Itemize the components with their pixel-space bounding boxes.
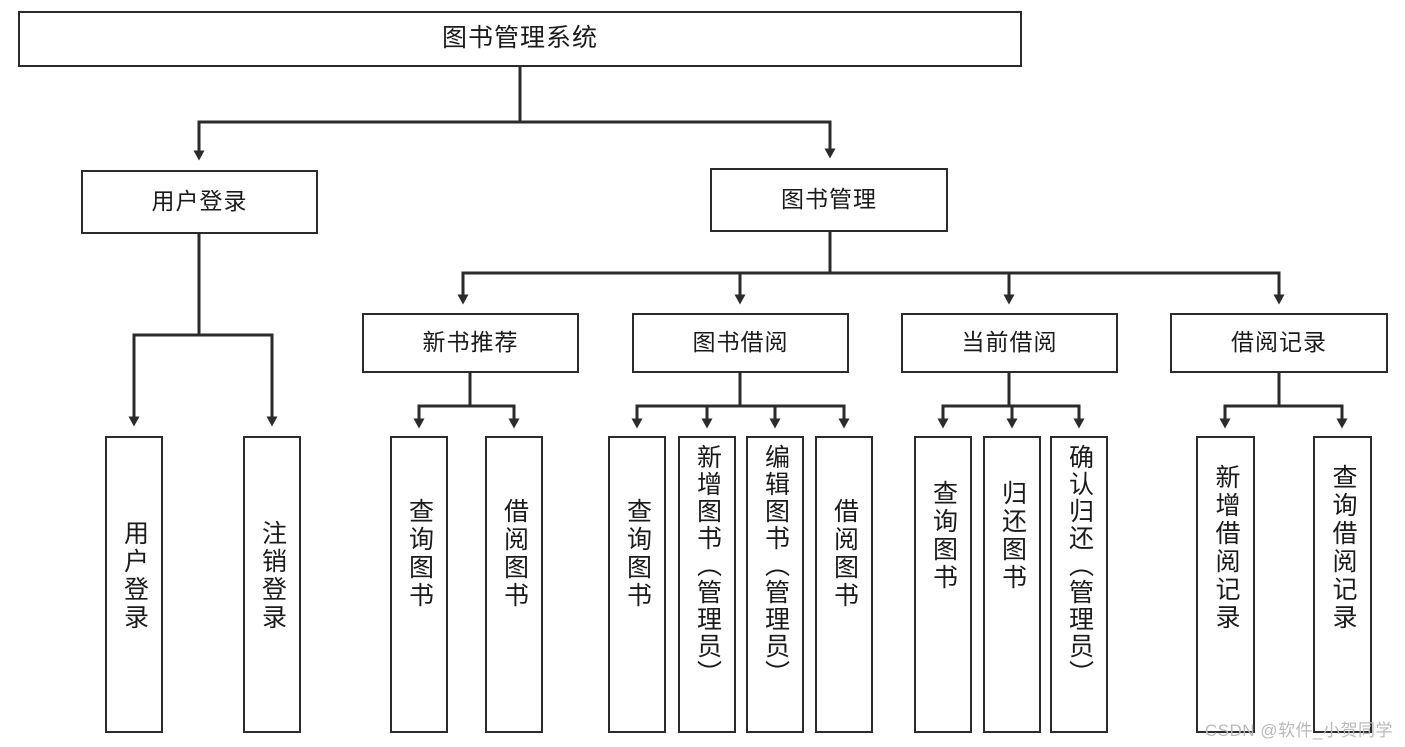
node-label: 查询图书	[405, 498, 434, 610]
node-leaf-query-book-borrow[interactable]: 查询图书	[608, 436, 666, 733]
node-label: 当前借阅	[961, 329, 1058, 356]
node-book-management[interactable]: 图书管理	[710, 168, 948, 232]
node-label: 确认归还（管理员）	[1065, 444, 1094, 687]
node-user-login[interactable]: 用户登录	[81, 170, 318, 234]
node-label: 用户登录	[151, 188, 248, 215]
node-label: 查询借阅记录	[1329, 464, 1357, 632]
node-leaf-borrow-book-new[interactable]: 借阅图书	[485, 436, 543, 733]
node-leaf-query-borrow-record[interactable]: 查询借阅记录	[1313, 436, 1372, 733]
node-label: 图书管理系统	[441, 24, 598, 53]
node-label: 图书管理	[781, 186, 877, 213]
node-leaf-confirm-return-admin[interactable]: 确认归还（管理员）	[1050, 436, 1108, 733]
node-leaf-return-book[interactable]: 归还图书	[983, 436, 1041, 733]
node-new-book-recommendation[interactable]: 新书推荐	[362, 313, 579, 373]
node-label: 借阅图书	[830, 498, 859, 610]
node-leaf-query-book-new[interactable]: 查询图书	[390, 436, 448, 733]
node-label: 图书借阅	[692, 329, 789, 356]
node-label: 查询图书	[929, 480, 958, 592]
node-label: 借阅图书	[500, 498, 529, 610]
node-label: 归还图书	[998, 480, 1027, 592]
node-leaf-borrow-book[interactable]: 借阅图书	[815, 436, 873, 733]
node-borrow-record[interactable]: 借阅记录	[1170, 313, 1388, 373]
node-leaf-query-book-current[interactable]: 查询图书	[914, 436, 972, 733]
node-label: 查询图书	[623, 498, 652, 610]
node-label: 新增图书（管理员）	[693, 444, 722, 687]
node-leaf-user-login[interactable]: 用户登录	[105, 436, 163, 733]
node-leaf-add-book-admin[interactable]: 新增图书（管理员）	[678, 436, 736, 733]
node-book-borrow[interactable]: 图书借阅	[632, 313, 849, 373]
node-label: 用户登录	[120, 520, 149, 632]
node-label: 注销登录	[258, 520, 287, 632]
node-label: 新书推荐	[422, 329, 519, 356]
node-leaf-edit-book-admin[interactable]: 编辑图书（管理员）	[746, 436, 804, 733]
node-leaf-logout[interactable]: 注销登录	[243, 436, 301, 733]
node-label: 新增借阅记录	[1212, 464, 1240, 632]
node-root-book-management-system[interactable]: 图书管理系统	[18, 11, 1022, 67]
node-leaf-add-borrow-record[interactable]: 新增借阅记录	[1196, 436, 1255, 733]
node-current-borrow[interactable]: 当前借阅	[901, 313, 1118, 373]
watermark-text: CSDN @软件_小贺同学	[1204, 721, 1393, 740]
node-label: 借阅记录	[1231, 329, 1327, 356]
node-label: 编辑图书（管理员）	[761, 444, 790, 687]
